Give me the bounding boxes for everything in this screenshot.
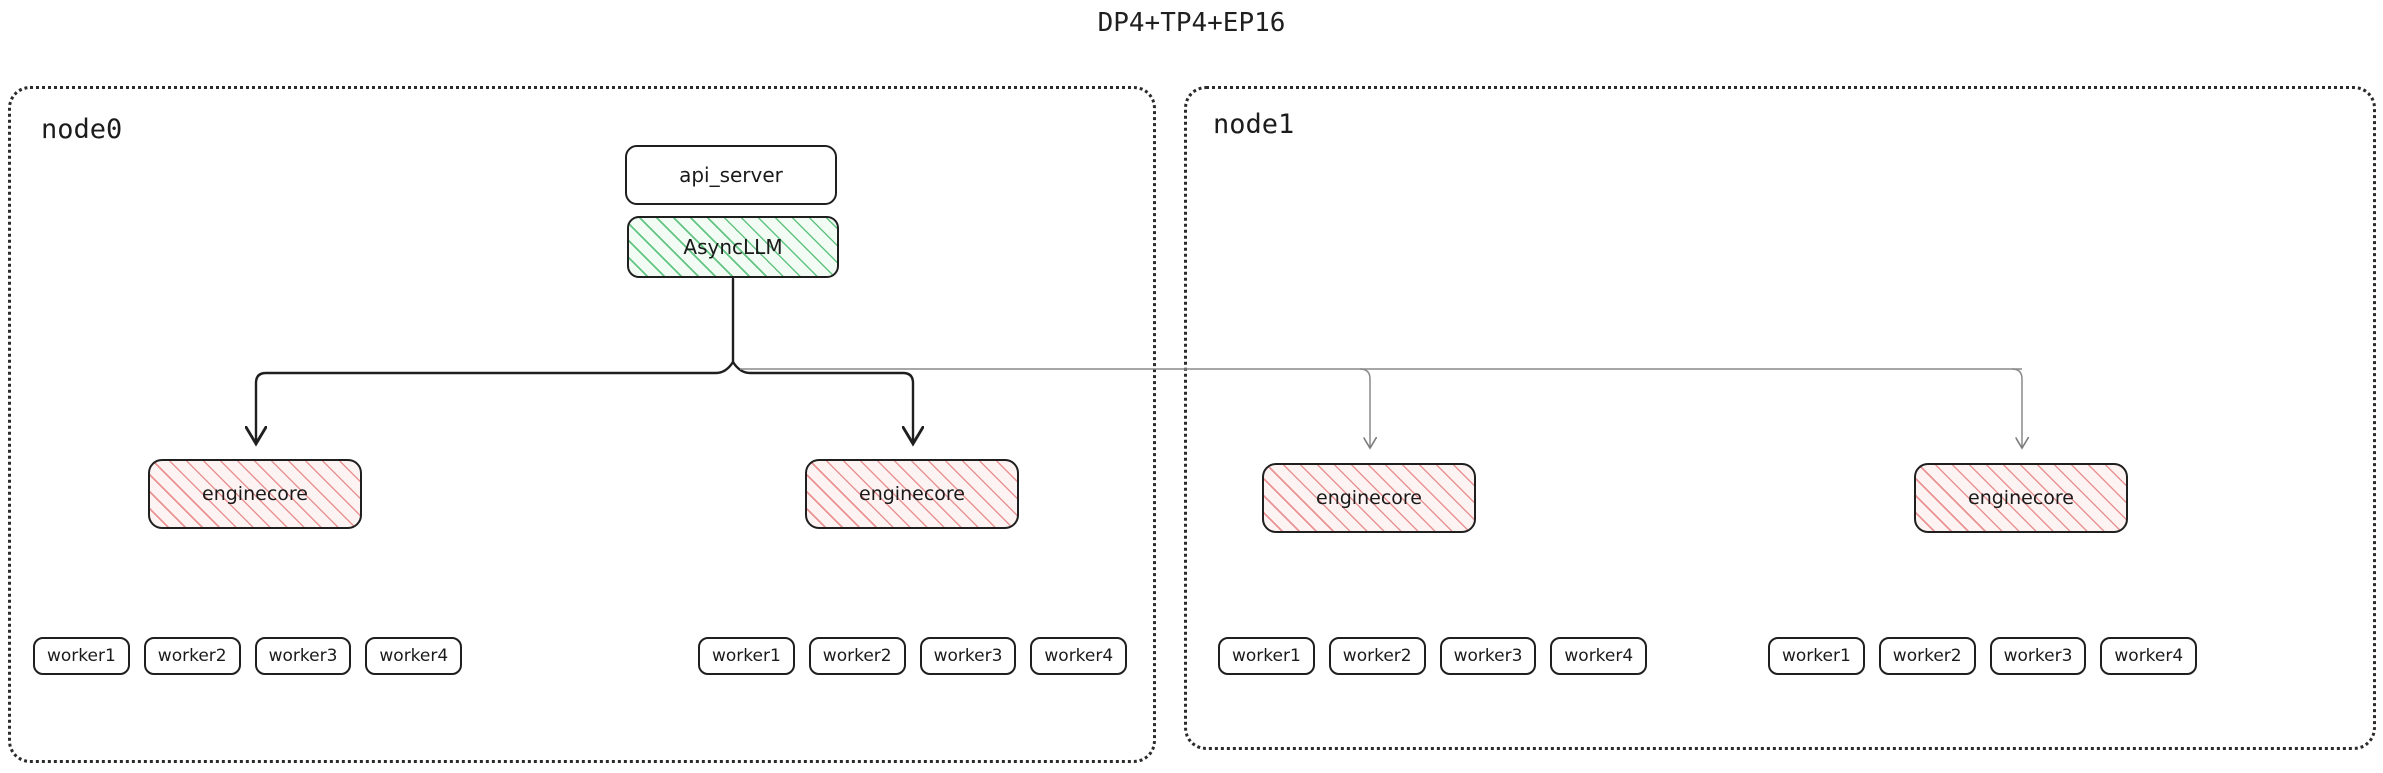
asyncllm-box[interactable]: AsyncLLM: [627, 216, 839, 278]
worker-box[interactable]: worker3: [254, 637, 352, 675]
enginecore-box[interactable]: enginecore: [805, 459, 1019, 529]
worker-group: worker1 worker2 worker3 worker4: [1218, 637, 1648, 675]
worker-box[interactable]: worker2: [1878, 637, 1976, 675]
worker-group: worker1 worker2 worker3 worker4: [33, 637, 463, 675]
worker-box[interactable]: worker3: [919, 637, 1017, 675]
worker-group: worker1 worker2 worker3 worker4: [1768, 637, 2198, 675]
worker-box[interactable]: worker4: [2100, 637, 2198, 675]
worker-box[interactable]: worker4: [1550, 637, 1648, 675]
worker-box[interactable]: worker1: [1218, 637, 1315, 675]
enginecore-box[interactable]: enginecore: [148, 459, 362, 529]
worker-group: worker1 worker2 worker3 worker4: [698, 637, 1128, 675]
node-label-node0: node0: [41, 114, 123, 145]
node-panel-node1: node1: [1184, 86, 2376, 750]
worker-box[interactable]: worker2: [808, 637, 906, 675]
worker-box[interactable]: worker4: [1030, 637, 1128, 675]
worker-box[interactable]: worker3: [1989, 637, 2087, 675]
enginecore-box[interactable]: enginecore: [1262, 463, 1476, 533]
api-server-box[interactable]: api_server: [625, 145, 837, 205]
worker-box[interactable]: worker4: [365, 637, 463, 675]
worker-box[interactable]: worker3: [1439, 637, 1537, 675]
worker-box[interactable]: worker2: [1328, 637, 1426, 675]
node-panel-node0: node0: [8, 86, 1156, 763]
node-label-node1: node1: [1213, 109, 1295, 140]
enginecore-box[interactable]: enginecore: [1914, 463, 2128, 533]
worker-box[interactable]: worker1: [33, 637, 130, 675]
worker-box[interactable]: worker1: [1768, 637, 1865, 675]
page-title: DP4+TP4+EP16: [1097, 8, 1286, 38]
worker-box[interactable]: worker1: [698, 637, 795, 675]
worker-box[interactable]: worker2: [143, 637, 241, 675]
